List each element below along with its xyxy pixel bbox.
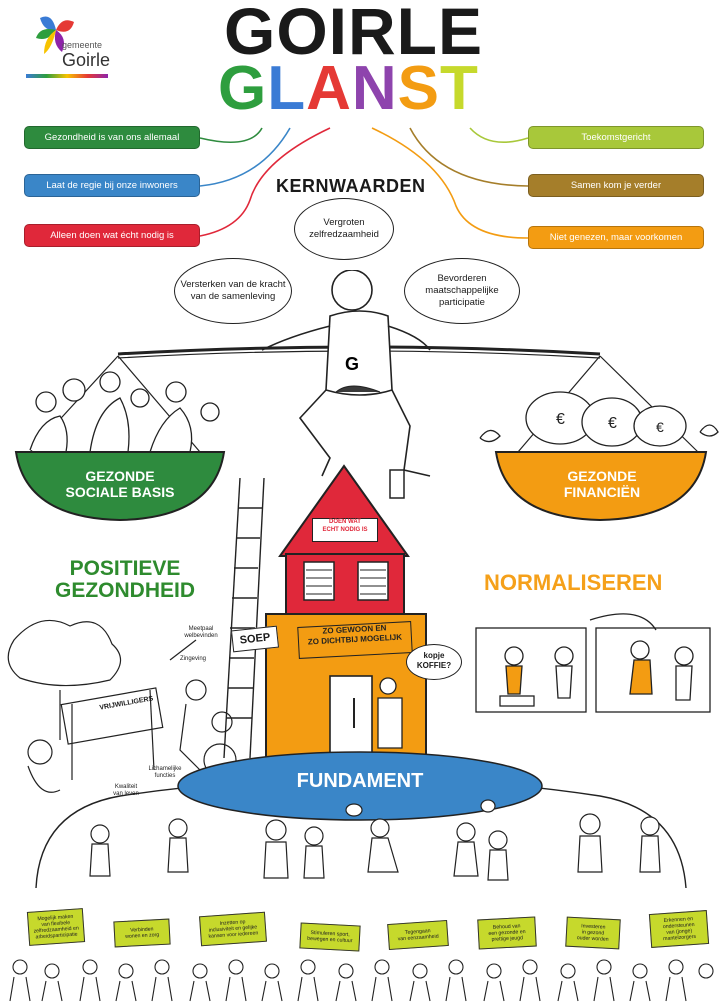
title-line-1: GOIRLE [224,0,484,68]
title-letter-g: G [218,54,268,123]
normaliseren-sketch [475,613,711,713]
title-letter-t: T [440,54,479,123]
title-letter-n: N [351,54,398,123]
bowl-left-line-1: GEZONDE [85,468,155,484]
positieve-line-1: POSITIEVE [69,557,181,580]
logo-name: Goirle [62,50,111,70]
title-letter-s: S [397,54,441,123]
kernwaarden-heading: KERNWAARDEN [276,176,426,196]
positieve-gezondheid-sketch [7,619,237,793]
roof-sign-line-1: DOEN WAT [329,519,361,525]
koffie-line-2: KOFFIE? [416,660,452,670]
value-regie: Laat de regie bij onze inwoners [24,174,200,197]
roof-sign: DOEN WAT ECHT NODIG IS [312,518,378,542]
title-letter-a: A [306,54,352,123]
banner-4-line-2: bewegen en cultuur [307,935,353,945]
logo-color-bar [26,74,108,78]
label-lichamelijk: Lichamelijke functies [140,766,190,779]
title-letter-l: L [267,54,307,123]
value-voorkomen: Niet genezen, maar voorkomen [528,226,704,249]
bottom-marching-people [9,959,714,1002]
value-connector-lines [199,127,529,239]
label-zingeving: Zingeving [180,656,207,662]
positieve-line-2: GEZONDHEID [54,579,195,603]
label-kwaliteit-line-2: van leven [113,790,139,797]
label-kwaliteit: Kwaliteit van leven [104,784,148,797]
koffie-line-1: kopje [423,651,445,660]
bowl-right-label: GEZONDE FINANCIËN [522,468,682,500]
fundament-label: FUNDAMENT [296,770,424,792]
bowl-right-line-1: GEZONDE [567,468,637,484]
roof-sign-line-2: ECHT NODIG IS [322,526,368,533]
svg-text:€: € [556,411,565,428]
title-line-2: GLANST [218,58,479,120]
value-gezondheid: Gezondheid is van ons allemaal [24,126,200,149]
label-meetpaal-line-2: welbevinden [184,632,218,639]
logo-small-text: gemeente [62,40,103,50]
positieve-gezondheid-heading: POSITIEVE GEZONDHEID [40,557,210,603]
gemeente-goirle-logo [22,8,132,80]
person-shirt-letter: G [345,354,359,374]
banner-7-line-3: ouder worden [576,935,609,943]
value-toekomstgericht: Toekomstgericht [528,126,704,149]
fundament-area [35,751,687,889]
svg-text:€: € [656,419,664,435]
label-meetpaal: Meetpaal welbevinden [176,626,226,639]
house-sign: ZO GEWOON EN ZO DICHTBIJ MOGELIJK [297,621,413,659]
bowl-left-line-2: SOCIALE BASIS [65,484,175,501]
bubble-zelfredzaamheid: Vergroten zelfredzaamheid [294,198,394,260]
bubble-samenleving: Versterken van de kracht van de samenlev… [174,258,292,324]
banner-6-line-3: prettige jeugd [491,935,524,943]
bubble-participatie: Bevorderen maatschappelijke participatie [404,258,520,324]
balance-scale-illustration: G € € € [14,270,719,522]
value-samen: Samen kom je verder [528,174,704,197]
koffie-bubble: kopje KOFFIE? [406,644,462,680]
banner-2-line-2: wonen en zorg [125,932,160,940]
banner-8-line-4: mantelzorgers [663,934,697,943]
label-meetpaal-line-1: Meetpaal [188,626,214,632]
value-alleen-doen: Alleen doen wat écht nodig is [24,224,200,247]
normaliseren-heading: NORMALISEREN [484,570,663,595]
bowl-left-label: GEZONDE SOCIALE BASIS [40,468,200,500]
logo-leaves-icon [36,16,74,54]
svg-text:€: € [608,415,617,432]
label-lichamelijk-line-1: Lichamelijke [148,766,182,772]
label-lichamelijk-line-2: functies [154,772,176,779]
banner-4: Stimuleren sport,bewegen en cultuur [299,922,361,952]
label-kwaliteit-line-1: Kwaliteit [114,784,138,790]
bowl-right-line-2: FINANCIËN [563,484,641,501]
